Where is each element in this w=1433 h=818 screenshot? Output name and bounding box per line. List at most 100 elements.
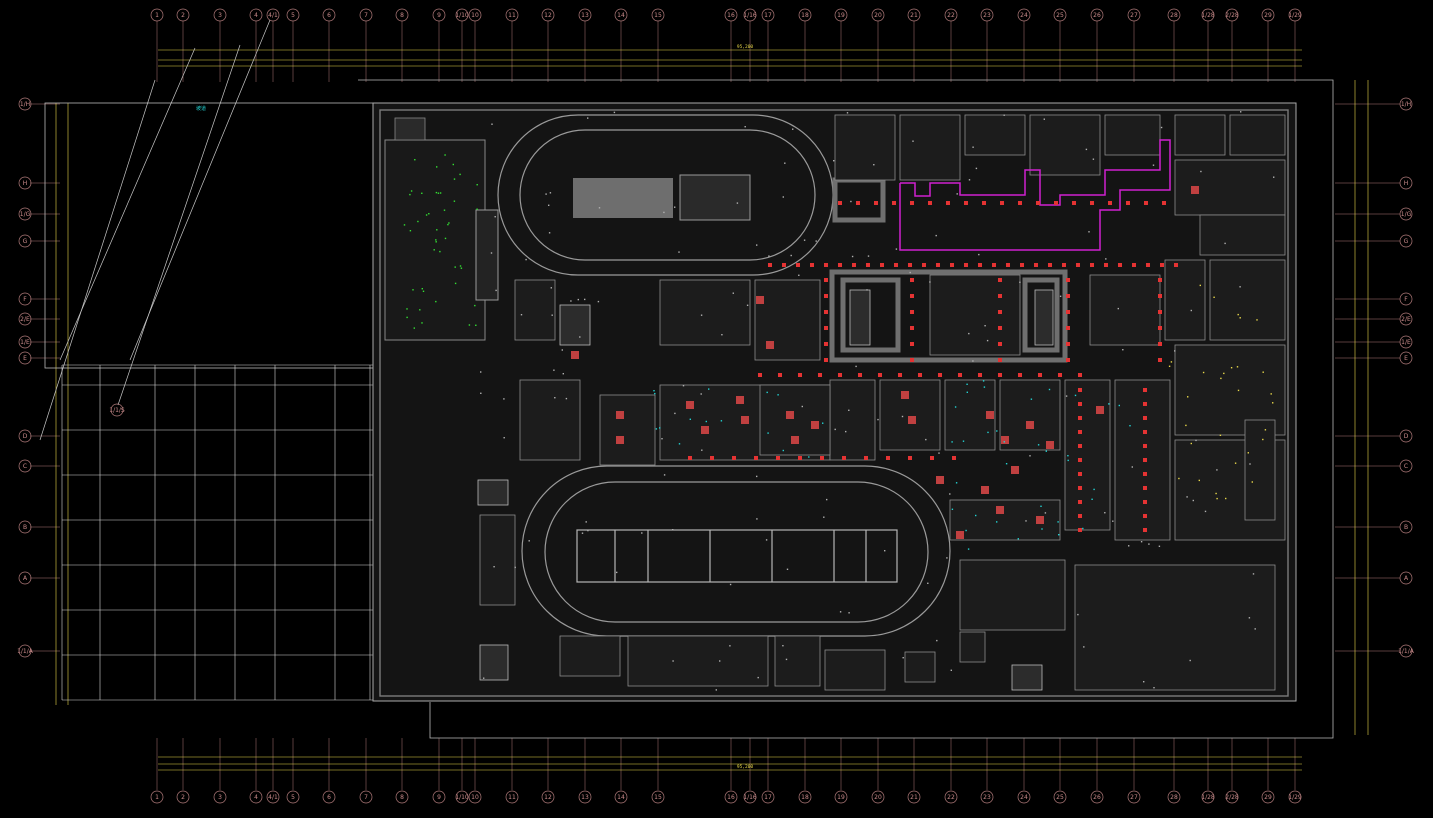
column-axis-bubble: 13 xyxy=(578,8,592,22)
svg-text:11: 11 xyxy=(508,12,516,19)
dimension-lines-top xyxy=(158,49,1302,67)
row-axis-bubble: E xyxy=(18,351,32,365)
svg-text:1/28: 1/28 xyxy=(1201,12,1215,19)
column-axis-bubble: 7 xyxy=(359,790,373,804)
column-axis-bubble: 2/28 xyxy=(1225,790,1239,804)
svg-text:1/10: 1/10 xyxy=(455,12,469,19)
svg-text:1/10: 1/10 xyxy=(455,794,469,801)
svg-text:1/16: 1/16 xyxy=(743,12,757,19)
svg-text:27: 27 xyxy=(1130,794,1138,801)
column-axis-bubble: 21 xyxy=(907,790,921,804)
column-axis-bubble: 13 xyxy=(578,790,592,804)
upper-ramp-core-2 xyxy=(679,174,751,221)
column-axis-bubble: 2 xyxy=(176,8,190,22)
column-axis-bubble: 24 xyxy=(1017,790,1031,804)
column-axis-bubble: 8 xyxy=(395,790,409,804)
svg-text:16: 16 xyxy=(727,12,735,19)
column-axis-bubble: 15 xyxy=(651,8,665,22)
row-axis-bubble: D xyxy=(1399,429,1413,443)
stair-cores xyxy=(477,289,1054,691)
column-axis-bubble: 24 xyxy=(1017,8,1031,22)
row-axis-bubble: 1/E xyxy=(18,335,32,349)
row-axis-bubble: B xyxy=(18,520,32,534)
svg-text:17: 17 xyxy=(764,794,772,801)
column-axis-bubble: 2 xyxy=(176,790,190,804)
column-axis-bubble: 12 xyxy=(541,790,555,804)
column-axis-bubble: 29 xyxy=(1261,790,1275,804)
svg-text:C: C xyxy=(1404,463,1408,470)
svg-text:22: 22 xyxy=(947,794,955,801)
column-axis-bubble: 19 xyxy=(834,8,848,22)
svg-text:19: 19 xyxy=(837,794,845,801)
svg-text:4: 4 xyxy=(254,794,258,801)
column-axis-bubble: 7 xyxy=(359,8,373,22)
row-axis-bubble: C xyxy=(1399,459,1413,473)
column-axis-bubble: 4/1 xyxy=(266,790,280,804)
svg-text:8: 8 xyxy=(400,12,404,19)
svg-text:F: F xyxy=(23,296,27,303)
column-axis-bubble: 1/28 xyxy=(1201,8,1215,22)
svg-text:5: 5 xyxy=(291,12,295,19)
svg-text:D: D xyxy=(23,433,28,440)
left-hatch-grid xyxy=(61,364,431,701)
svg-text:1/29: 1/29 xyxy=(1288,12,1302,19)
svg-text:20: 20 xyxy=(874,12,882,19)
column-axis-bubble: 26 xyxy=(1090,8,1104,22)
annotation-marks xyxy=(403,111,1275,691)
row-axis-bubble: H xyxy=(1399,176,1413,190)
column-axis-bubble: 1/16 xyxy=(743,8,757,22)
column-axis-bubble: 1/29 xyxy=(1288,8,1302,22)
svg-text:25: 25 xyxy=(1056,794,1064,801)
svg-text:20: 20 xyxy=(874,794,882,801)
column-axis-bubble: 1/28 xyxy=(1201,790,1215,804)
svg-text:1/G: 1/G xyxy=(1401,211,1412,218)
dimension-lines-bottom xyxy=(158,756,1302,771)
column-axis-bubble: 1/29 xyxy=(1288,790,1302,804)
svg-text:2/28: 2/28 xyxy=(1225,794,1239,801)
svg-text:23: 23 xyxy=(983,12,991,19)
svg-text:A: A xyxy=(23,575,28,582)
column-axis-bubble: 29 xyxy=(1261,8,1275,22)
svg-text:E: E xyxy=(1404,355,1408,362)
column-axis-bubble: 17 xyxy=(761,790,775,804)
svg-text:21: 21 xyxy=(910,794,918,801)
svg-text:14: 14 xyxy=(617,794,625,801)
column-axis-bubble: 27 xyxy=(1127,8,1141,22)
column-axis-bubble: 9 xyxy=(432,790,446,804)
column-axis-bubble: 4/1 xyxy=(266,8,280,22)
svg-text:10: 10 xyxy=(471,794,479,801)
lower-ramp-core xyxy=(576,529,898,583)
svg-text:8: 8 xyxy=(400,794,404,801)
svg-text:9: 9 xyxy=(437,12,441,19)
row-axis-bubble: G xyxy=(18,234,32,248)
svg-text:2/E: 2/E xyxy=(20,316,30,323)
column-axis-bubble: 17 xyxy=(761,8,775,22)
svg-text:H: H xyxy=(23,180,28,187)
svg-text:15: 15 xyxy=(654,794,662,801)
dimension-lines-right xyxy=(1354,80,1369,735)
column-axis-bubble: 3 xyxy=(213,8,227,22)
row-axis-bubble: D xyxy=(18,429,32,443)
row-axis-bubble: B xyxy=(1399,520,1413,534)
upper-ramp-core xyxy=(573,178,673,218)
svg-text:B: B xyxy=(1404,524,1408,531)
svg-text:22: 22 xyxy=(947,12,955,19)
svg-text:B: B xyxy=(23,524,27,531)
svg-text:18: 18 xyxy=(801,794,809,801)
row-axis-bubble: 2/E xyxy=(1399,312,1413,326)
svg-text:E: E xyxy=(23,355,27,362)
svg-text:G: G xyxy=(1404,238,1409,245)
row-axis-bubble: 1/G xyxy=(18,207,32,221)
column-axis-bubble: 14 xyxy=(614,790,628,804)
svg-text:26: 26 xyxy=(1093,794,1101,801)
overall-dimension-top: 95,200 xyxy=(737,44,754,50)
svg-text:10: 10 xyxy=(471,12,479,19)
svg-text:13: 13 xyxy=(581,794,589,801)
column-axis-bubble: 18 xyxy=(798,790,812,804)
svg-text:2/28: 2/28 xyxy=(1225,12,1239,19)
row-axis-bubble: A xyxy=(18,571,32,585)
